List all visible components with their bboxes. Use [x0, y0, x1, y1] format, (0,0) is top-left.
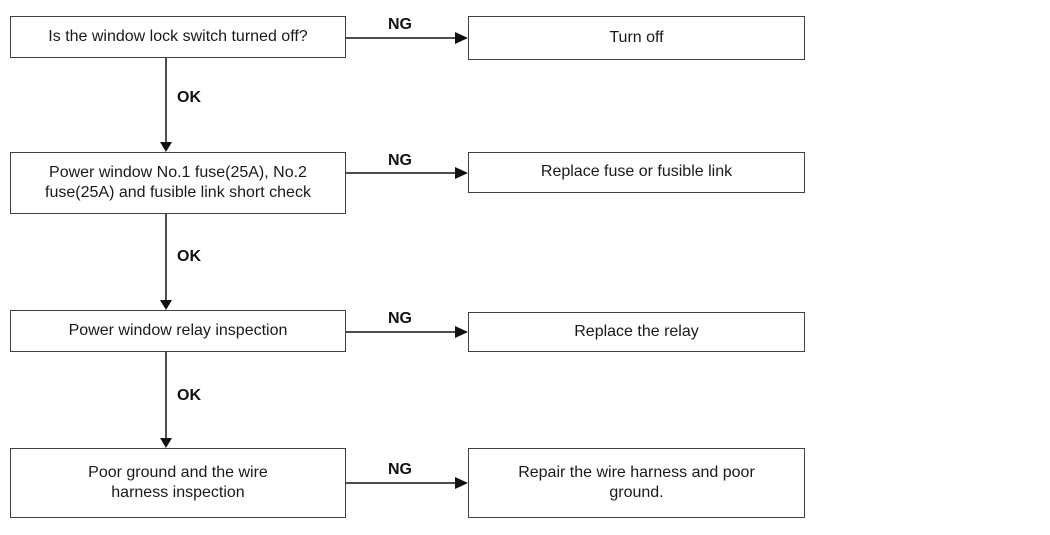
action-box-replace-fuse: Replace fuse or fusible link [468, 152, 805, 193]
ng-label-2: NG [388, 152, 412, 169]
arrow-right-icon-3 [455, 326, 468, 338]
ok-connector-line-1 [165, 58, 167, 144]
arrow-down-icon-2 [160, 300, 172, 310]
ng-label-3: NG [388, 310, 412, 327]
ok-connector-line-2 [165, 214, 167, 301]
action-box-repair-harness: Repair the wire harness and poor ground. [468, 448, 805, 518]
action-box-turn-off: Turn off [468, 16, 805, 60]
ng-connector-line-4 [346, 482, 456, 484]
ok-label-1: OK [177, 89, 201, 106]
action-box-replace-relay: Replace the relay [468, 312, 805, 352]
arrow-right-icon-1 [455, 32, 468, 44]
arrow-down-icon-1 [160, 142, 172, 152]
step-box-ground-harness-inspection: Poor ground and the wire harness inspect… [10, 448, 346, 518]
step-box-relay-inspection: Power window relay inspection [10, 310, 346, 352]
arrow-right-icon-4 [455, 477, 468, 489]
ng-connector-line-1 [346, 37, 456, 39]
ok-label-2: OK [177, 248, 201, 265]
step-box-fuse-short-check: Power window No.1 fuse(25A), No.2 fuse(2… [10, 152, 346, 214]
ng-label-4: NG [388, 461, 412, 478]
arrow-right-icon-2 [455, 167, 468, 179]
step-box-window-lock-switch: Is the window lock switch turned off? [10, 16, 346, 58]
ng-connector-line-2 [346, 172, 456, 174]
arrow-down-icon-3 [160, 438, 172, 448]
ok-connector-line-3 [165, 352, 167, 439]
ok-label-3: OK [177, 387, 201, 404]
ng-label-1: NG [388, 16, 412, 33]
ng-connector-line-3 [346, 331, 456, 333]
